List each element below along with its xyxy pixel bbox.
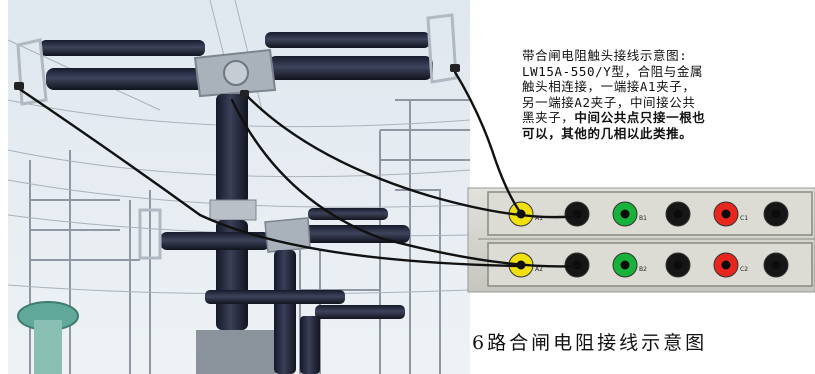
lead-a2-yellow: [16, 86, 522, 268]
jack-hole-r1-4: [673, 209, 683, 219]
jack-hole-r1-3: [620, 209, 630, 219]
lead-a1-yellow: [453, 70, 522, 214]
jack-hole-r2-6: [771, 260, 781, 270]
note-bold-line-2: 可以，其他的几相以此类推。: [522, 125, 693, 141]
clips: [14, 64, 460, 97]
lead-common-black-top: [243, 92, 580, 219]
jack-label: B2: [639, 266, 647, 273]
note-line-3: 触头相连接，一端接A1夹子，: [522, 79, 696, 94]
jack-label: C1: [740, 215, 748, 222]
jack-hole-r1-5: [721, 209, 731, 219]
figure-caption: 6路合闸电阻接线示意图: [472, 332, 708, 354]
note-bold-line-1: 中间公共点只接一根也: [574, 110, 706, 125]
wiring-instructions: 带合闸电阻触头接线示意图: LW15A-550/Y型，合阻与金属 触头相连接，一…: [522, 48, 814, 141]
note-line-1: 带合闸电阻触头接线示意图:: [522, 48, 688, 63]
jack-label: A1: [535, 215, 543, 222]
jack-hole-r1-6: [771, 209, 781, 219]
jack-label: B1: [639, 215, 647, 222]
jack-hole-r2-3: [620, 260, 630, 270]
jack-label: A2: [535, 266, 543, 273]
jack-hole-r2-5: [721, 260, 731, 270]
note-line-4: 另一端接A2夹子，中间接公共: [522, 94, 696, 110]
note-line-5: 黑夹子，: [522, 110, 575, 125]
note-line-2: LW15A-550/Y型，合阻与金属: [522, 63, 704, 79]
lead-common-black-bottom: [230, 98, 580, 268]
jack-label: C2: [740, 266, 748, 273]
test-leads: [16, 70, 580, 268]
jack-hole-r2-4: [673, 260, 683, 270]
substation-photo: [7, 0, 471, 374]
